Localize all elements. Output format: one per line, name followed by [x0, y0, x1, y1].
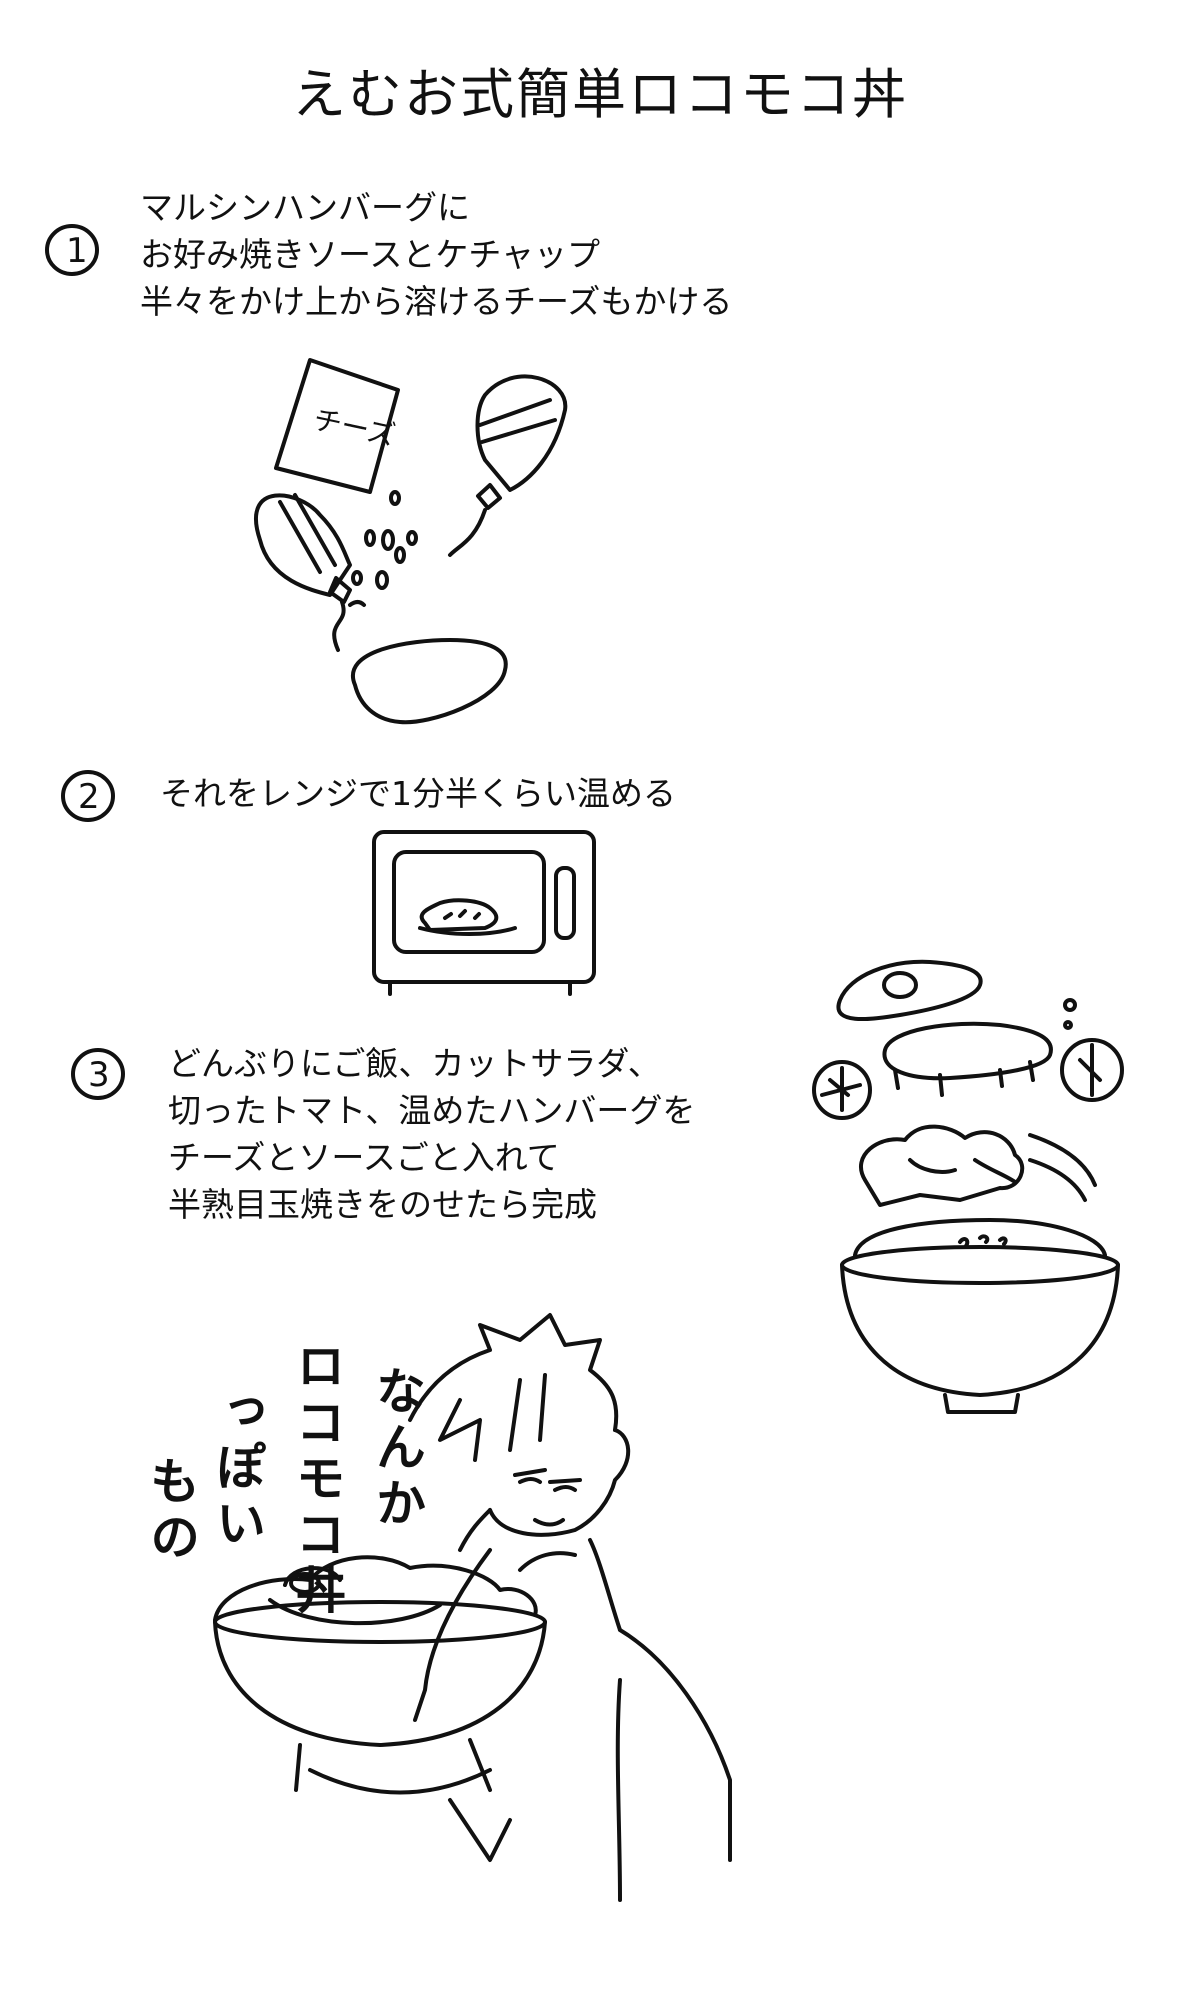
step-1-line-1: マルシンハンバーグに — [140, 188, 470, 227]
step-3-number-circle: 3 — [71, 1048, 125, 1100]
held-bowl-icon — [213, 1555, 547, 1795]
small-bits-icon — [1063, 998, 1077, 1030]
step-3-line-1: どんぶりにご飯、カットサラダ、 — [168, 1044, 661, 1083]
step-2-number-circle: 2 — [61, 770, 115, 822]
speech-column-3: っぽい — [208, 1385, 266, 1553]
man-head-icon — [408, 1313, 631, 1552]
step-3-text: どんぶりにご飯、カットサラダ、 切ったトマト、温めたハンバーグを チーズとソース… — [168, 1040, 695, 1228]
rice-icon — [853, 1218, 1107, 1257]
sauce-patty-icon — [882, 1021, 1053, 1097]
speech-column-4: もの — [142, 1455, 200, 1567]
step-2-line-1: それをレンジで1分半くらい温める — [160, 774, 676, 813]
tomato-slice-icon-2 — [1060, 1038, 1124, 1102]
exploded-bowl-illustration — [812, 959, 1124, 1414]
rice-bowl-icon — [840, 1245, 1120, 1414]
step-2-text: それをレンジで1分半くらい温める — [160, 770, 676, 817]
cheese-bits-icon — [348, 490, 418, 607]
step-2-number: 2 — [78, 777, 100, 817]
speech-column-1: なんか — [368, 1365, 426, 1533]
sauce-bottle-icon — [475, 374, 568, 510]
man-holding-bowl-illustration — [213, 1313, 732, 1902]
step-1-line-3: 半々をかけ上から溶けるチーズもかける — [140, 282, 733, 321]
step-3-number: 3 — [88, 1055, 110, 1095]
fried-egg-icon — [836, 959, 983, 1022]
step-3-line-3: チーズとソースごと入れて — [168, 1138, 560, 1177]
microwave-icon — [372, 830, 596, 996]
hamburger-patty-icon — [351, 508, 508, 725]
step-1-line-2: お好み焼きソースとケチャップ — [140, 235, 601, 274]
man-shirt-icon — [413, 1538, 732, 1902]
step-1-number: 1 — [66, 231, 88, 271]
step-3-line-2: 切ったトマト、温めたハンバーグを — [168, 1091, 696, 1130]
salad-icon — [859, 1124, 1097, 1207]
cheese-bag-label: チーズ — [311, 403, 399, 452]
ketchup-bottle-icon — [254, 493, 352, 652]
step-1-text: マルシンハンバーグに お好み焼きソースとケチャップ 半々をかけ上から溶けるチーズ… — [140, 184, 732, 325]
step-1-illustration: チーズ — [254, 358, 568, 725]
step-1-number-circle: 1 — [45, 224, 99, 276]
step-3-line-4: 半熟目玉焼きをのせたら完成 — [168, 1185, 597, 1224]
page-title: えむお式簡単ロコモコ丼 — [292, 63, 908, 126]
tomato-slice-icon — [812, 1060, 872, 1120]
cheese-bag-icon: チーズ — [274, 358, 400, 494]
